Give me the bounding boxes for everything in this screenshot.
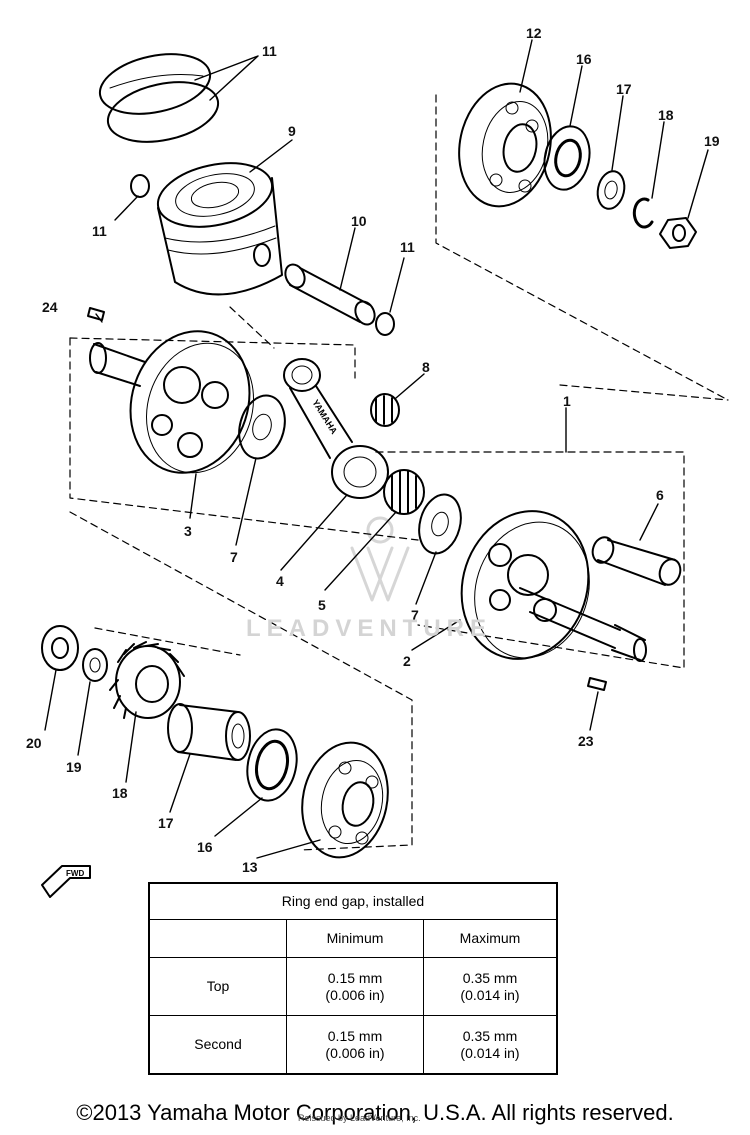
callout-7-right: 7 — [411, 607, 419, 623]
thrust-washer-right — [418, 493, 462, 555]
crank-wheel-right — [460, 510, 647, 662]
circlip-shaft — [632, 197, 654, 229]
callout-20: 17 — [616, 81, 632, 97]
second-max-in: (0.014 in) — [460, 1044, 520, 1061]
callout-8: 8 — [422, 359, 430, 375]
crank-pin — [591, 536, 682, 586]
callout-14: 16 — [197, 839, 213, 855]
forward-arrow-icon: FWD — [41, 865, 91, 898]
oil-seal-top — [543, 125, 591, 191]
main-bearing-top — [458, 82, 552, 208]
callout-7-left: 7 — [230, 549, 238, 565]
crank-wheel-left — [89, 330, 254, 474]
col-header-maximum: Maximum — [423, 918, 558, 958]
table-corner-cell — [148, 918, 287, 958]
ring-end-gap-table: Ring end gap, installed Minimum Maximum … — [148, 882, 558, 1075]
row-label-top: Top — [148, 956, 287, 1017]
second-min-in: (0.006 in) — [325, 1044, 385, 1061]
col-header-minimum: Minimum — [286, 918, 424, 958]
top-maximum-cell: 0.35 mm (0.014 in) — [423, 956, 558, 1017]
piston-rings — [98, 53, 220, 143]
big-end-bearing — [383, 469, 425, 515]
callout-21: 18 — [658, 107, 674, 123]
callout-9: 9 — [288, 123, 296, 139]
callout-3: 3 — [184, 523, 192, 539]
row-label-second: Second — [148, 1015, 287, 1075]
top-max-in: (0.014 in) — [460, 986, 520, 1003]
table-title: Ring end gap, installed — [148, 882, 558, 920]
callout-4: 4 — [276, 573, 284, 589]
small-end-bearing — [370, 393, 400, 427]
collar — [41, 625, 79, 671]
piston-pin — [284, 263, 376, 326]
leadventure-watermark — [350, 516, 410, 602]
second-maximum-cell: 0.35 mm (0.014 in) — [423, 1015, 558, 1075]
callout-13-top: 12 — [526, 25, 542, 41]
table-row: Top 0.15 mm (0.006 in) 0.35 mm (0.014 in… — [148, 956, 558, 1017]
callout-16: 18 — [112, 785, 128, 801]
second-minimum-cell: 0.15 mm (0.006 in) — [286, 1015, 424, 1075]
assembly-frames — [69, 94, 729, 851]
leader-lines — [44, 39, 709, 859]
distance-collar — [167, 703, 251, 761]
callout-2: 2 — [403, 653, 411, 669]
top-min-mm: 0.15 mm — [327, 969, 383, 986]
callout-12: 11 — [262, 43, 277, 59]
watermark-text: LEADVENTURE — [246, 615, 492, 642]
callout-18: 20 — [26, 735, 42, 751]
nut — [659, 217, 697, 249]
second-max-mm: 0.35 mm — [462, 1027, 518, 1044]
callout-5: 5 — [318, 597, 326, 613]
callout-11-right: 11 — [400, 239, 415, 255]
spacer — [596, 170, 626, 210]
callout-13-bottom: 13 — [242, 859, 258, 875]
callout-11-left: 11 — [92, 223, 107, 239]
main-bearing-bottom — [301, 741, 389, 859]
reissue-credit: Reissued by LeadVenture, Inc. — [298, 1113, 421, 1123]
woodruff-key-right — [587, 677, 607, 691]
callout-15: 17 — [158, 815, 174, 831]
primary-drive-gear — [109, 641, 185, 719]
callout-6: 6 — [656, 487, 664, 503]
woodruff-key — [87, 307, 105, 321]
table-row: Second 0.15 mm (0.006 in) 0.35 mm (0.014… — [148, 1015, 558, 1075]
top-min-in: (0.006 in) — [325, 986, 385, 1003]
oil-seal-bottom — [246, 728, 298, 802]
callout-24: 24 — [42, 299, 58, 315]
top-max-mm: 0.35 mm — [462, 969, 518, 986]
second-min-mm: 0.15 mm — [327, 1027, 383, 1044]
callout-22: 19 — [704, 133, 720, 149]
copyright-notice: ©2013 Yamaha Motor Corporation, U.S.A. A… — [76, 1100, 674, 1125]
callout-1: 1 — [563, 393, 571, 409]
callout-labels: 11 9 11 10 11 24 12 16 17 18 19 8 1 3 7 … — [26, 25, 720, 875]
connecting-rod: YAMAHA — [283, 358, 389, 499]
piston — [156, 162, 283, 296]
circlip-right — [375, 312, 395, 336]
thrust-washer-left — [238, 394, 286, 460]
circlip-left — [130, 174, 150, 198]
callout-17: 19 — [66, 759, 82, 775]
top-minimum-cell: 0.15 mm (0.006 in) — [286, 956, 424, 1017]
washer — [82, 648, 108, 682]
fwd-arrow-label: FWD — [66, 869, 84, 878]
callout-23: 23 — [578, 733, 594, 749]
callout-10: 10 — [351, 213, 367, 229]
callout-19: 16 — [576, 51, 592, 67]
